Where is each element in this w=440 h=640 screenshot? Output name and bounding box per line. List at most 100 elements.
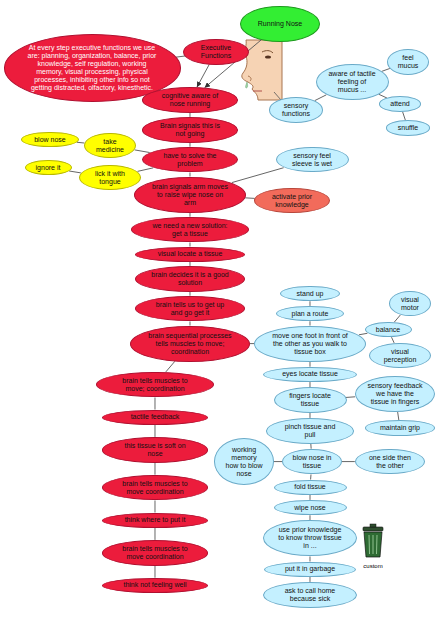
process-ellipse: this tissue is soft on nose	[102, 437, 209, 463]
connector-line	[189, 242, 190, 246]
node-text: blow nose	[31, 136, 69, 144]
sensory-ellipse: visual perception	[369, 343, 432, 369]
process-ellipse: we need a new solution: get a tissue	[131, 217, 248, 243]
trash-can-icon	[363, 524, 383, 557]
node-text: At every step executive functions we use…	[27, 44, 157, 92]
connector-line	[232, 168, 284, 183]
node-text: eyes locate tissue	[277, 370, 343, 378]
sensory-ellipse: eyes locate tissue	[263, 367, 357, 382]
node-text: move one foot in front of the other as y…	[270, 332, 350, 356]
sensory-ellipse: balance	[365, 322, 412, 337]
sensory-ellipse: pinch tissue and pull	[266, 418, 355, 444]
process-ellipse: have to solve the problem	[142, 147, 238, 173]
node-text: sensory feedback we have the tissue in f…	[367, 382, 423, 406]
sensory-ellipse: plan a route	[276, 306, 344, 321]
process-ellipse: brain tells muscles to move coordination	[102, 540, 209, 566]
connector-line	[197, 65, 209, 88]
sensory-ellipse: maintain grip	[365, 420, 435, 435]
option-ellipse: lick it with tongue	[79, 165, 142, 191]
connector-line	[166, 361, 175, 372]
connector-line	[346, 396, 355, 398]
process-ellipse: cognitive aware of nose running	[142, 87, 238, 113]
connector-line	[154, 528, 155, 540]
node-text: sensory feel sleeve is wet	[287, 152, 337, 168]
prior-knowledge-ellipse: activate prior knowledge	[254, 188, 330, 214]
option-ellipse: ignore it	[25, 160, 72, 175]
sensory-ellipse: stand up	[280, 286, 340, 301]
sensory-ellipse: put it in garbage	[264, 562, 355, 577]
node-text: attend	[387, 100, 413, 108]
connector-line	[189, 172, 190, 176]
connector-line	[274, 461, 282, 462]
process-ellipse: brain decides it is a good solution	[135, 266, 244, 292]
process-ellipse: think not feeling well	[102, 578, 209, 593]
node-text: sensory functions	[278, 102, 314, 118]
sensory-ellipse: sensory feel sleeve is wet	[276, 147, 349, 173]
node-text: ask to call home because sick	[277, 587, 343, 603]
connector-line	[359, 333, 367, 335]
connector-line	[137, 168, 153, 172]
node-text: brain signals arm moves to raise wipe no…	[150, 183, 230, 207]
node-text: aware of tactile feeling of mucus ...	[327, 70, 377, 94]
process-ellipse: brain tells muscles to move; coordinatio…	[96, 372, 213, 398]
sensory-ellipse: fingers locate tissue	[274, 387, 347, 413]
node-text: plan a route	[287, 310, 333, 318]
node-text: balance	[373, 326, 403, 334]
node-text: lick it with tongue	[89, 170, 131, 186]
node-text: brain tells us to get up and go get it	[151, 301, 229, 317]
sensory-ellipse: feel mucus	[387, 49, 429, 75]
process-ellipse: brain tells muscles to move coordination	[102, 475, 209, 501]
connector-line	[154, 397, 155, 409]
node-text: use prior knowledge to know throw tissue…	[277, 526, 343, 550]
node-text: this tissue is soft on nose	[117, 442, 193, 458]
connector-line	[309, 321, 310, 325]
sensory-ellipse: use prior knowledge to know throw tissue…	[263, 520, 357, 556]
sensory-ellipse: one side then the other	[355, 449, 425, 475]
connector-line	[69, 171, 81, 173]
sensory-ellipse: attend	[379, 96, 421, 111]
node-text: brain tells muscles to move coordination	[117, 545, 193, 561]
connector-line	[154, 463, 155, 475]
node-text: Running Nose	[254, 20, 306, 28]
node-text: Brain signals this is not going	[156, 122, 224, 138]
node-text: think where to put it	[117, 516, 193, 524]
connector-line	[135, 150, 150, 153]
sensory-ellipse: ask to call home because sick	[263, 582, 357, 608]
node-text: blow nose in tissue	[292, 454, 332, 470]
process-ellipse: brain tells us to get up and go get it	[135, 296, 244, 322]
node-text: think not feeling well	[117, 581, 193, 589]
connector-line	[154, 500, 155, 512]
connector-line	[382, 68, 390, 71]
node-text: we need a new solution: get a tissue	[148, 222, 232, 238]
node-text: visual locate a tissue	[151, 250, 229, 258]
connector-line	[189, 321, 190, 325]
sensory-ellipse: snuffle	[386, 120, 430, 135]
process-ellipse: tactile feedback	[102, 410, 209, 425]
node-text: fingers locate tissue	[285, 392, 335, 408]
node-text: pinch tissue and pull	[279, 423, 341, 439]
connector-line	[310, 444, 311, 449]
sensory-ellipse: move one foot in front of the other as y…	[254, 326, 366, 362]
process-ellipse: brain sequential processes tells muscles…	[130, 326, 250, 362]
connector-line	[310, 474, 311, 479]
process-ellipse: brain signals arm moves to raise wipe no…	[134, 177, 246, 213]
connector-line	[315, 95, 327, 101]
node-text: one side then the other	[366, 454, 414, 470]
node-text: brain sequential processes tells muscles…	[147, 332, 233, 356]
node-text: snuffle	[394, 124, 422, 132]
sensory-ellipse: sensory feedback we have the tissue in f…	[355, 376, 436, 412]
sensory-ellipse: aware of tactile feeling of mucus ...	[316, 64, 389, 100]
option-ellipse: take medicine	[84, 133, 136, 159]
node-text: Executive Functions	[194, 44, 238, 60]
node-text: wipe nose	[285, 504, 335, 512]
sensory-ellipse: visual motor	[389, 291, 431, 317]
sensory-ellipse: working memory how to blow nose	[214, 438, 274, 485]
process-ellipse: Brain signals this is not going	[142, 117, 238, 143]
node-text: stand up	[290, 290, 330, 298]
sensory-ellipse: fold tissue	[274, 480, 347, 495]
connector-line	[309, 556, 310, 561]
connector-line	[342, 461, 355, 462]
node-text: activate prior knowledge	[266, 193, 318, 209]
node-text: take medicine	[93, 138, 127, 154]
connector-line	[403, 112, 406, 121]
